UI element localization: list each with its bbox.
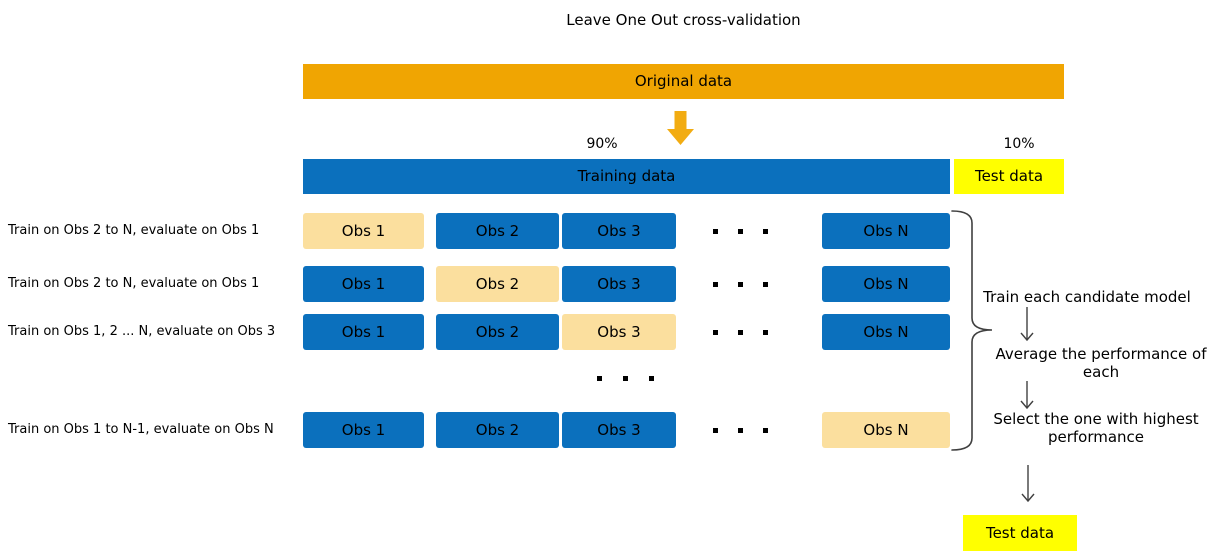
obs-box: Obs 2 [436, 213, 559, 249]
obs-box: Obs 1 [303, 314, 424, 350]
obs-box: Obs 1 [303, 412, 424, 448]
ellipsis-dots [667, 213, 813, 249]
ellipsis-dots [667, 314, 813, 350]
fold-2-description: Train on Obs 2 to N, evaluate on Obs 1 [8, 276, 260, 291]
obs-box: Obs 2 [436, 314, 559, 350]
obs-box: Obs N [822, 213, 950, 249]
step-select-best: Select the one with highest performance [993, 410, 1199, 446]
down-arrow-icon [1020, 381, 1034, 410]
diagram-title: Leave One Out cross-validation [566, 11, 801, 29]
fold-3-description: Train on Obs 1, 2 ... N, evaluate on Obs… [8, 324, 276, 339]
obs-box: Obs N [822, 314, 950, 350]
training-data-bar: Training data [303, 159, 950, 194]
original-data-bar: Original data [303, 64, 1064, 99]
obs-box: Obs 2 [436, 412, 559, 448]
obs-box: Obs N [822, 266, 950, 302]
down-arrow-icon [1020, 307, 1034, 342]
ellipsis-dots [667, 412, 813, 448]
fold-n-description: Train on Obs 1 to N-1, evaluate on Obs N [8, 422, 274, 437]
obs-box: Obs N [822, 412, 950, 448]
fold-1-description: Train on Obs 2 to N, evaluate on Obs 1 [8, 223, 260, 238]
obs-box: Obs 3 [562, 213, 676, 249]
step-train-models: Train each candidate model [983, 288, 1191, 306]
ellipsis-dots [570, 371, 680, 385]
obs-box: Obs 1 [303, 213, 424, 249]
test-data-bar: Test data [954, 159, 1064, 194]
obs-box: Obs 3 [562, 314, 676, 350]
obs-box: Obs 3 [562, 266, 676, 302]
obs-box: Obs 1 [303, 266, 424, 302]
obs-box: Obs 3 [562, 412, 676, 448]
ellipsis-dots [667, 266, 813, 302]
down-arrow-icon [1021, 465, 1035, 503]
test-percent-label: 10% [1003, 136, 1035, 152]
train-percent-label: 90% [586, 136, 618, 152]
obs-box: Obs 2 [436, 266, 559, 302]
final-test-data-box: Test data [963, 515, 1077, 551]
curly-brace [951, 210, 993, 451]
step-average-performance: Average the performance of each [995, 345, 1207, 381]
big-down-arrow-icon [667, 111, 694, 145]
